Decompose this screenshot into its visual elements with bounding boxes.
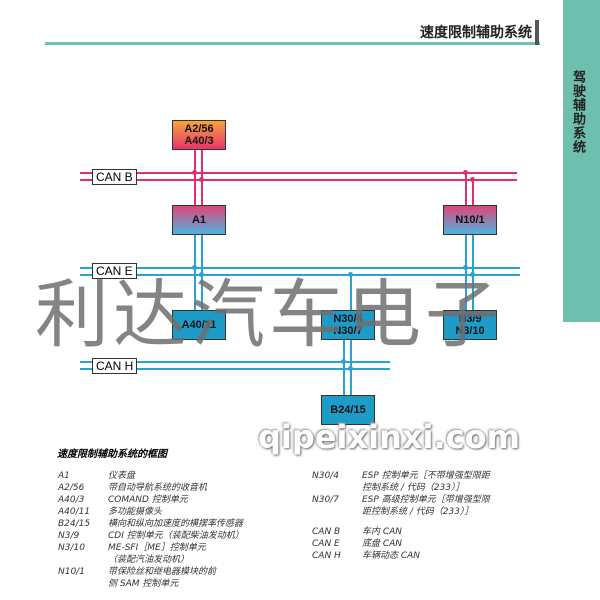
can-e-line [80, 267, 520, 269]
box-n10-1: N10/1 [443, 205, 497, 235]
side-tab [563, 0, 600, 322]
box-label: N3/10 [455, 325, 485, 337]
can-b-label: CAN B [92, 169, 137, 185]
can-h-line [80, 361, 390, 363]
title-marker [535, 20, 539, 45]
can-h-line [80, 368, 390, 370]
box-a1: A1 [172, 205, 226, 235]
box-label: N30/4 [333, 313, 363, 325]
box-b24-15: B24/15 [321, 395, 375, 425]
box-label: A2/56 [184, 123, 214, 135]
box-label: N30/7 [333, 325, 363, 337]
box-label: N10/1 [455, 214, 485, 226]
watermark-site: qipeixinxi.com [258, 418, 520, 456]
can-e-label: CAN E [92, 263, 137, 279]
box-label: A1 [191, 214, 207, 226]
box-label: A40/11 [181, 319, 217, 331]
box-a40-11: A40/11 [172, 310, 226, 340]
can-e-line [80, 274, 520, 276]
diagram-caption: 速度限制辅助系统的框图 [57, 449, 167, 460]
box-label: B24/15 [330, 404, 366, 416]
side-tab-label: 驾驶辅助系统 [570, 70, 585, 154]
box-label: N3/9 [458, 313, 482, 325]
can-h-label: CAN H [92, 358, 138, 374]
page-title: 速度限制辅助系统 [420, 25, 532, 41]
title-underline [45, 42, 540, 45]
watermark: 利达汽车电子 [35, 272, 503, 358]
box-label: A40/3 [184, 135, 214, 147]
can-b-line [80, 172, 517, 174]
can-b-line [80, 179, 517, 181]
